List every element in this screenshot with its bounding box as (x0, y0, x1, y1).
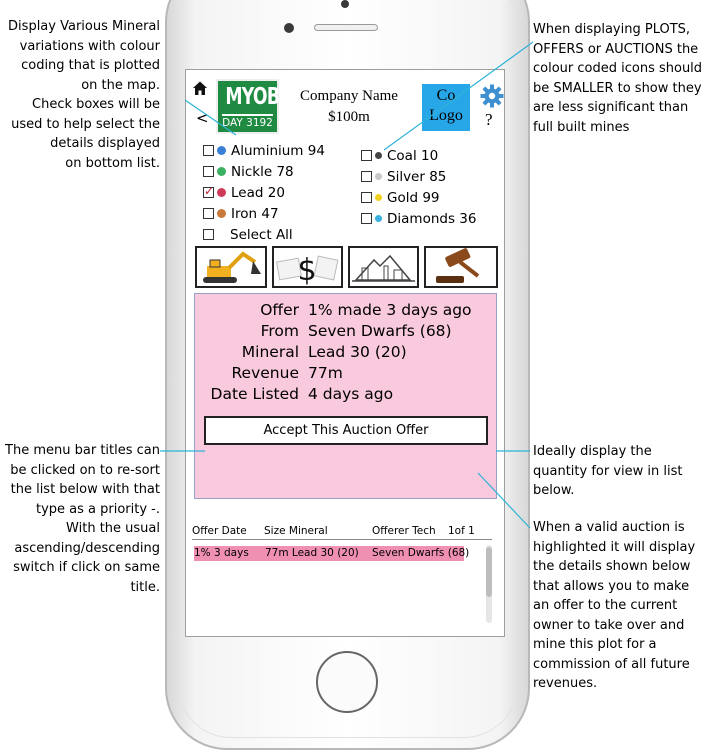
checkbox[interactable] (361, 171, 372, 182)
tab-plots[interactable] (348, 246, 419, 288)
table-row[interactable] (194, 546, 464, 561)
svg-text:$: $ (297, 253, 316, 286)
logo-text: MYOB (225, 84, 280, 110)
back-button[interactable]: < (196, 109, 209, 127)
silver-icon (375, 173, 382, 180)
tab-mines[interactable] (195, 246, 267, 288)
iron-icon (217, 209, 226, 218)
checkbox-checked[interactable] (203, 184, 214, 198)
checkbox[interactable] (203, 229, 214, 240)
mineral-item-diamonds[interactable]: Diamonds 36 (361, 209, 476, 228)
mineral-item-iron[interactable]: Iron 47 (203, 204, 279, 223)
phone-home-button[interactable] (316, 651, 378, 713)
coal-icon (375, 152, 382, 159)
gear-icon[interactable] (480, 84, 504, 108)
list-scrollbar-thumb[interactable] (486, 547, 492, 597)
mineral-item-aluminium[interactable]: Aluminium 94 (203, 141, 325, 160)
checkbox[interactable] (203, 145, 214, 156)
select-all[interactable]: Select All (203, 225, 293, 244)
company-info: Company Name $100m (284, 86, 414, 128)
game-day: DAY 3192 (222, 114, 273, 130)
home-icon[interactable] (192, 80, 208, 96)
mineral-item-lead[interactable]: Lead 20 (203, 183, 285, 202)
diamonds-icon (375, 215, 382, 222)
help-button[interactable]: ? (485, 110, 493, 129)
gold-icon (375, 194, 382, 201)
company-logo: Co Logo (422, 84, 470, 131)
tab-offers[interactable]: $ (272, 246, 343, 288)
header-divider (192, 539, 492, 540)
mineral-item-silver[interactable]: Silver 85 (361, 167, 446, 186)
aluminium-icon (217, 146, 226, 155)
checkbox[interactable] (361, 213, 372, 224)
mine-plant-icon (352, 254, 415, 282)
app-screen: < MYOB DAY 3192 Company Name $100m Co Lo… (185, 69, 505, 637)
row-offerer: Seven Dwarfs (68) (372, 547, 470, 559)
myob-logo: MYOB DAY 3192 (216, 79, 280, 134)
camera-dot (284, 23, 294, 33)
mineral-item-gold[interactable]: Gold 99 (361, 188, 440, 207)
tab-auctions[interactable] (424, 246, 498, 288)
column-header-offer-date[interactable]: Offer Date (192, 525, 247, 537)
checkbox[interactable] (203, 208, 214, 219)
checkbox[interactable] (203, 166, 214, 177)
nickle-icon (217, 167, 226, 176)
lead-icon (217, 188, 226, 197)
row-size-mineral: 77m Lead 30 (20) (265, 547, 359, 559)
page-indicator: 1of 1 (448, 525, 475, 537)
checkbox[interactable] (361, 150, 372, 161)
column-header-offerer-tech[interactable]: Offerer Tech (372, 525, 436, 537)
column-header-size-mineral[interactable]: Size Mineral (264, 525, 328, 537)
excavator-icon (203, 251, 261, 283)
annotation-plot-icons: When displaying PLOTS,OFFERS or AUCTIONS… (533, 22, 703, 135)
speaker-grille (314, 24, 378, 31)
company-value: $100m (328, 109, 370, 125)
row-offer-date: 1% 3 days (194, 547, 249, 559)
accept-offer-button[interactable]: Accept This Auction Offer (204, 416, 488, 445)
checkbox[interactable] (361, 192, 372, 203)
mineral-item-coal[interactable]: Coal 10 (361, 146, 438, 165)
money-icon: $ (276, 253, 339, 288)
mineral-item-nickle[interactable]: Nickle 78 (203, 162, 294, 181)
auction-gavel-icon (436, 248, 480, 283)
company-name: Company Name (300, 88, 398, 104)
sensor-dot (341, 0, 349, 8)
